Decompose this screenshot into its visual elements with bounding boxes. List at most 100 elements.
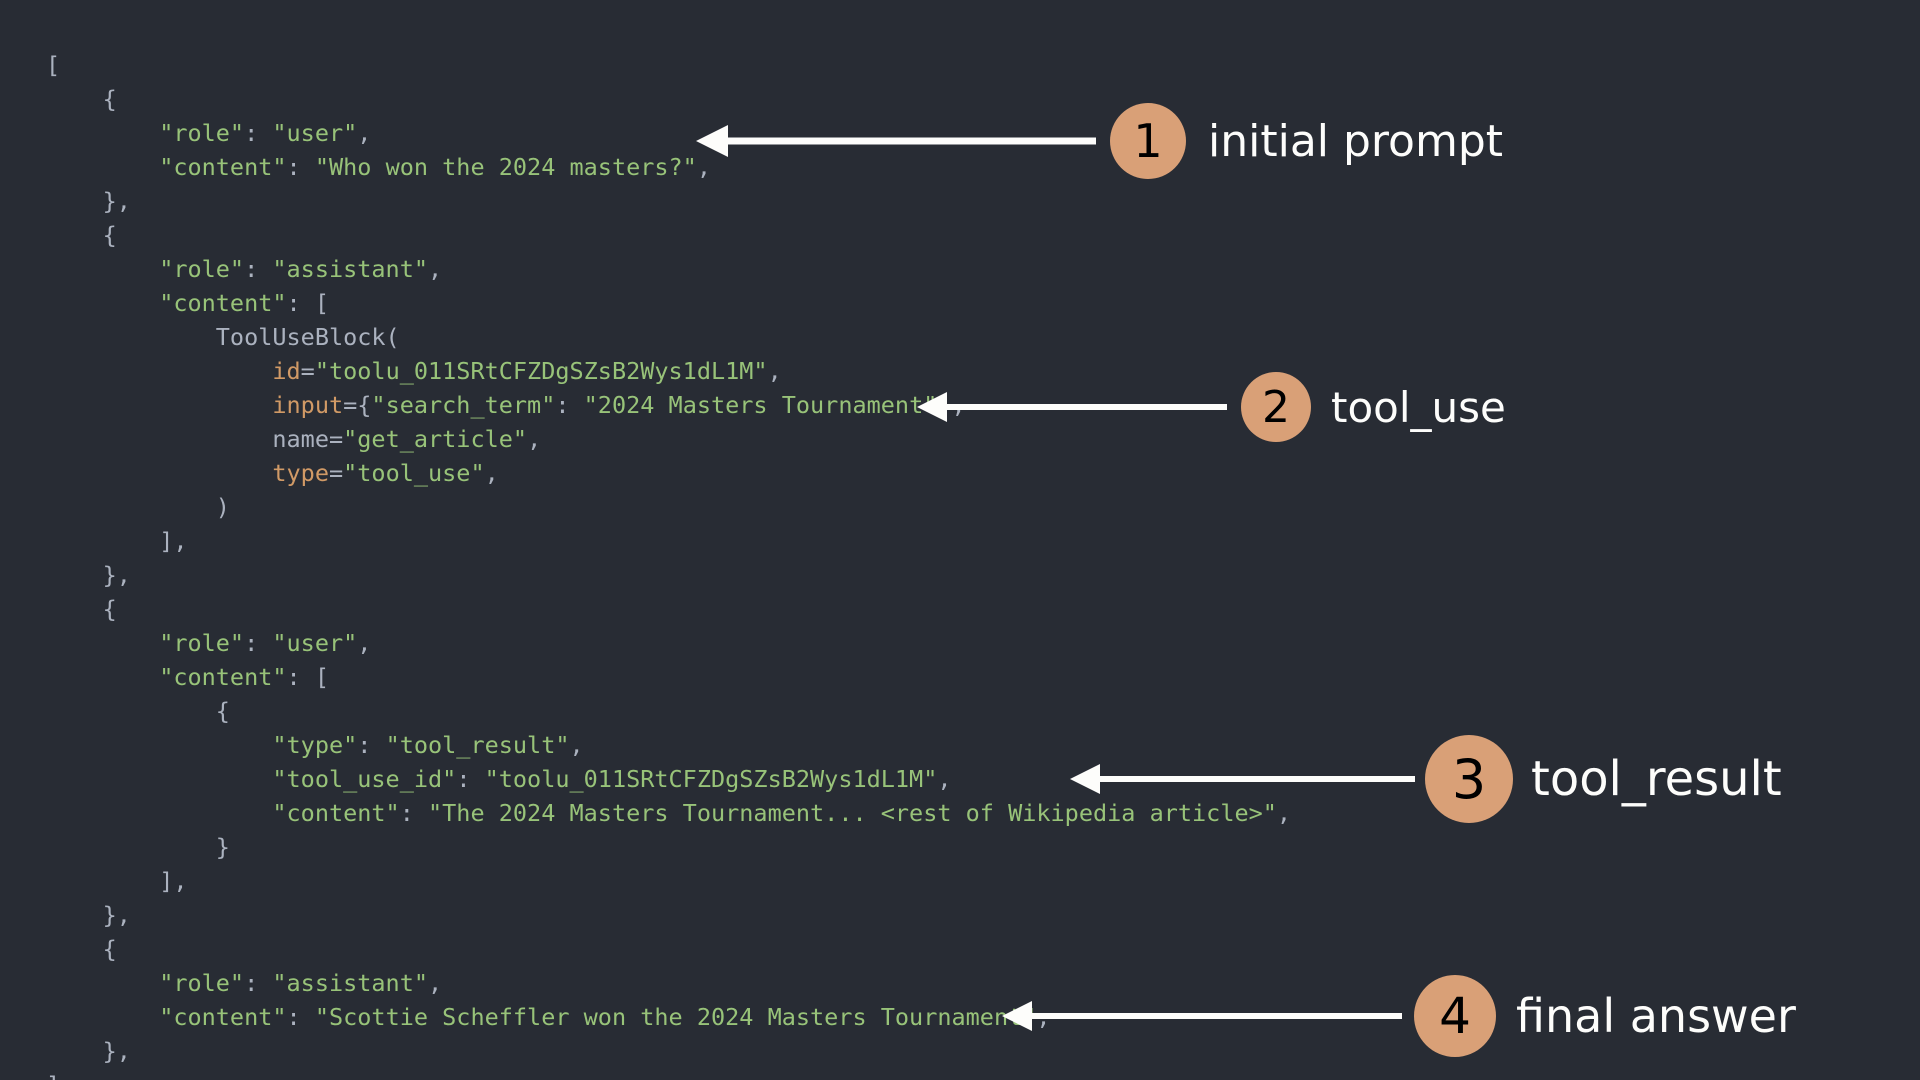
code-line: ],: [46, 864, 1291, 898]
code-token: :: [244, 628, 273, 657]
code-line: "tool_use_id": "toolu_011SRtCFZDgSZsB2Wy…: [46, 762, 1291, 796]
arrow-left-icon: [1002, 1001, 1402, 1031]
code-token: "role": [159, 118, 245, 147]
code-token: :: [399, 798, 429, 827]
code-line: "content": [: [46, 660, 1291, 694]
code-token: "Who won the 2024 masters?": [314, 152, 697, 181]
code-token: :: [244, 968, 273, 997]
arrow-left-icon: [696, 125, 1096, 157]
code-token: ],: [159, 526, 188, 555]
code-token: "content": [159, 152, 287, 181]
code-token: },: [102, 900, 131, 929]
code-token: "role": [159, 968, 245, 997]
code-token: id: [272, 356, 301, 385]
code-token: name: [272, 424, 329, 453]
annotation-badge-1: 1: [1110, 103, 1186, 179]
code-indent: [46, 969, 159, 997]
code-token: {: [215, 696, 230, 725]
annotation-badge-3: 3: [1425, 735, 1513, 823]
code-line: "content": "Who won the 2024 masters?",: [46, 150, 1291, 184]
code-line: "role": "user",: [46, 116, 1291, 150]
annotation-label-2: tool_use: [1331, 382, 1506, 432]
code-line: id="toolu_011SRtCFZDgSZsB2Wys1dL1M",: [46, 354, 1291, 388]
code-token: ,: [569, 730, 584, 759]
arrow-4: [1002, 1001, 1402, 1031]
code-line: "type": "tool_result",: [46, 728, 1291, 762]
annotation-label-3: tool_result: [1531, 751, 1782, 807]
code-indent: [46, 153, 159, 181]
code-token: ,: [937, 764, 952, 793]
code-token: {: [102, 934, 117, 963]
code-token: "The 2024 Masters Tournament... <rest of…: [428, 798, 1277, 827]
code-token: "content": [272, 798, 400, 827]
code-indent: [46, 527, 159, 555]
code-token: "2024 Masters Tournament": [583, 390, 938, 419]
code-line: input={"search_term": "2024 Masters Tour…: [46, 388, 1291, 422]
code-token: "type": [272, 730, 358, 759]
code-token: ToolUseBlock(: [215, 322, 400, 351]
code-token: "user": [272, 118, 358, 147]
code-indent: [46, 221, 103, 249]
code-line: "content": "The 2024 Masters Tournament.…: [46, 796, 1291, 830]
annotation-4: 4 final answer: [1002, 975, 1796, 1057]
annotation-badge-4: 4: [1414, 975, 1496, 1057]
code-token: [: [46, 50, 61, 79]
annotation-badge-2: 2: [1241, 372, 1311, 442]
code-token: },: [102, 560, 131, 589]
annotation-2: 2 tool_use: [917, 372, 1506, 442]
code-indent: [46, 1003, 159, 1031]
code-indent: [46, 561, 103, 589]
code-line: ): [46, 490, 1291, 524]
annotation-label-4: final answer: [1516, 989, 1796, 1043]
arrow-left-icon: [1070, 764, 1415, 794]
code-token: "search_term": [371, 390, 556, 419]
code-line: ],: [46, 524, 1291, 558]
code-token: },: [102, 1036, 131, 1065]
code-token: :: [286, 152, 315, 181]
arrow-3: [1070, 764, 1415, 794]
code-indent: [46, 289, 159, 317]
code-token: ,: [428, 968, 443, 997]
code-token: ): [215, 492, 230, 521]
code-token: "content": [159, 288, 287, 317]
code-token: "content": [159, 1002, 287, 1031]
code-indent: [46, 85, 103, 113]
code-indent: [46, 357, 272, 385]
code-token: ,: [527, 424, 542, 453]
annotation-3: 3 tool_result: [1070, 735, 1782, 823]
code-token: :: [456, 764, 485, 793]
arrow-2: [917, 392, 1227, 422]
code-token: : [: [286, 662, 329, 691]
code-token: :: [357, 730, 386, 759]
code-token: =: [328, 424, 344, 453]
annotation-number-2: 2: [1262, 381, 1290, 433]
code-line: "role": "assistant",: [46, 252, 1291, 286]
code-token: ,: [484, 458, 499, 487]
code-token: {: [102, 594, 117, 623]
code-token: input: [272, 390, 344, 419]
annotation-label-1: initial prompt: [1208, 115, 1504, 167]
code-token: }: [215, 832, 230, 861]
code-line: "role": "user",: [46, 626, 1291, 660]
code-indent: [46, 323, 216, 351]
code-token: "assistant": [272, 968, 429, 997]
code-line: "role": "assistant",: [46, 966, 1291, 1000]
annotation-1: 1 initial prompt: [696, 103, 1503, 179]
code-indent: [46, 867, 159, 895]
code-indent: [46, 935, 103, 963]
code-token: :: [244, 254, 273, 283]
code-indent: [46, 731, 272, 759]
code-token: ,: [696, 152, 711, 181]
annotation-number-1: 1: [1133, 114, 1163, 168]
code-indent: [46, 765, 272, 793]
code-line: {: [46, 218, 1291, 252]
code-token: "content": [159, 662, 287, 691]
annotation-number-4: 4: [1439, 987, 1471, 1045]
code-line: },: [46, 558, 1291, 592]
code-token: "Scottie Scheffler won the 2024 Masters …: [314, 1002, 1037, 1031]
code-line: {: [46, 82, 1291, 116]
code-indent: [46, 629, 159, 657]
code-token: ,: [357, 118, 372, 147]
code-token: :: [286, 1002, 315, 1031]
